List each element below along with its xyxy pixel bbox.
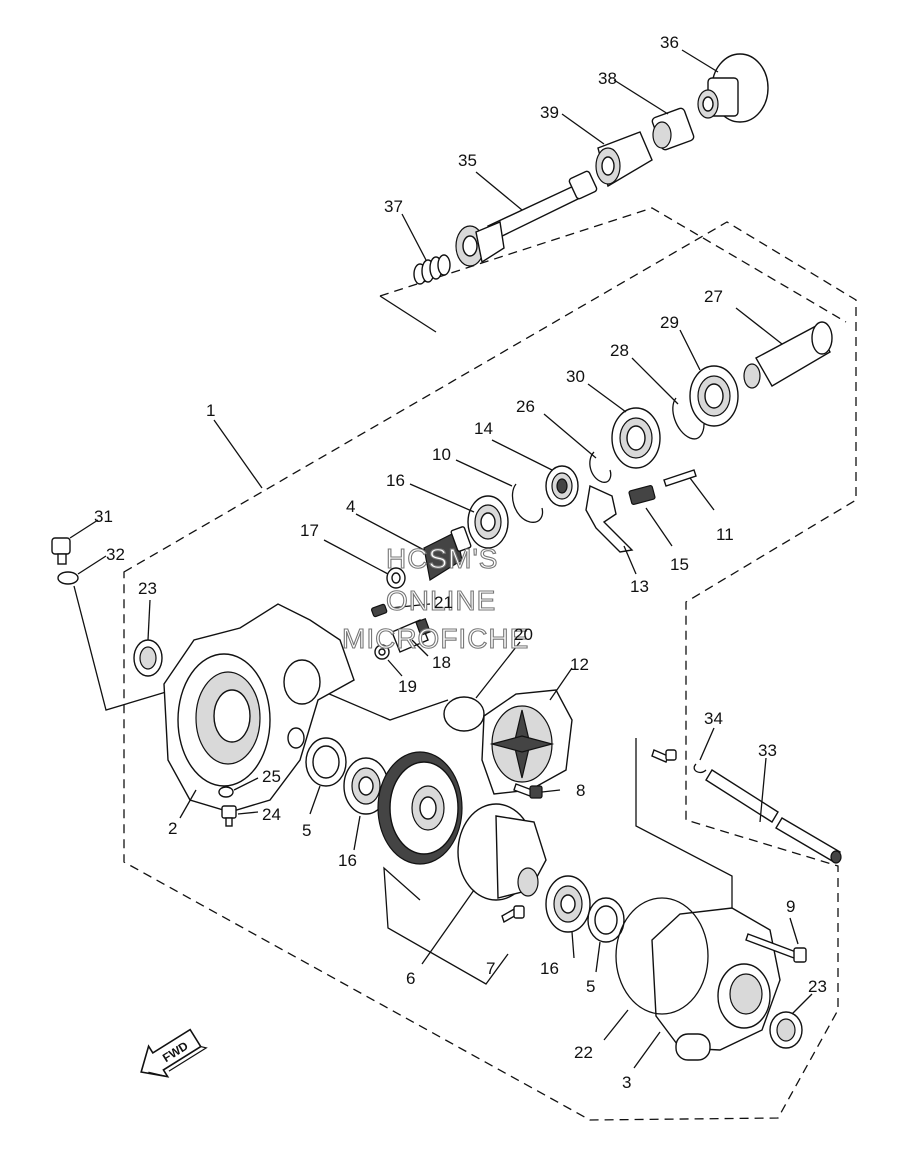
part-label-38: 38 bbox=[598, 69, 617, 88]
part-drawing-38 bbox=[651, 107, 695, 151]
part-drawing-23-right bbox=[769, 1011, 803, 1049]
part-drawing-32 bbox=[57, 571, 79, 585]
part-drawing-bolt-near-34 bbox=[651, 749, 677, 763]
part-label-20: 20 bbox=[514, 625, 533, 644]
part-label-32: 32 bbox=[106, 545, 125, 564]
part-drawing-13 bbox=[585, 484, 634, 553]
part-label-5-right: 5 bbox=[586, 977, 595, 996]
part-label-25: 25 bbox=[262, 767, 281, 786]
part-drawing-10 bbox=[511, 483, 544, 523]
part-label-27: 27 bbox=[704, 287, 723, 306]
part-drawing-21 bbox=[371, 603, 388, 618]
part-drawing-30 bbox=[611, 407, 661, 469]
part-drawing-16-lower-left bbox=[343, 757, 389, 815]
part-drawing-23-left bbox=[133, 639, 163, 677]
part-label-10: 10 bbox=[432, 445, 451, 464]
part-label-19: 19 bbox=[398, 677, 417, 696]
part-drawing-15 bbox=[628, 484, 656, 506]
part-label-11: 11 bbox=[716, 525, 734, 544]
part-label-22: 22 bbox=[574, 1043, 593, 1062]
part-label-8: 8 bbox=[576, 781, 585, 800]
part-drawing-16-upper bbox=[467, 495, 509, 549]
part-label-37: 37 bbox=[384, 197, 403, 216]
part-drawing-27 bbox=[743, 321, 833, 389]
watermark-line-3: MICROFICHE bbox=[342, 623, 529, 654]
part-drawing-12 bbox=[481, 689, 573, 795]
part-drawing-29 bbox=[689, 365, 739, 427]
part-drawing-31 bbox=[51, 537, 71, 565]
part-label-4: 4 bbox=[346, 497, 355, 516]
part-drawing-9 bbox=[745, 933, 807, 963]
part-label-1: 1 bbox=[206, 401, 215, 420]
part-drawing-24 bbox=[221, 805, 237, 827]
part-drawing-39 bbox=[595, 131, 653, 188]
part-drawing-17 bbox=[386, 567, 406, 589]
watermark: HCSM'S ONLINE MICROFICHE bbox=[341, 542, 529, 654]
part-label-24: 24 bbox=[262, 805, 281, 824]
part-drawing-33 bbox=[705, 769, 842, 864]
part-drawing-ring-gear bbox=[377, 751, 463, 865]
part-label-3: 3 bbox=[622, 1073, 631, 1092]
part-drawing-35 bbox=[455, 170, 598, 267]
leader-lines bbox=[69, 49, 813, 1069]
part-drawing-18 bbox=[391, 617, 431, 653]
part-label-6: 6 bbox=[406, 969, 415, 988]
part-labels: 1 2 3 4 5 5 6 7 8 9 10 11 12 13 14 15 16… bbox=[94, 33, 827, 1092]
part-label-15: 15 bbox=[670, 555, 689, 574]
part-drawing-34 bbox=[693, 763, 707, 774]
part-drawing-28 bbox=[672, 397, 705, 440]
part-drawing-7 bbox=[501, 905, 525, 924]
part-label-13: 13 bbox=[630, 577, 649, 596]
part-drawing-37 bbox=[413, 254, 451, 285]
part-label-16-upper: 16 bbox=[386, 471, 405, 490]
part-label-2: 2 bbox=[168, 819, 177, 838]
part-drawing-5-right bbox=[587, 897, 625, 943]
part-label-30: 30 bbox=[566, 367, 585, 386]
part-label-17: 17 bbox=[300, 521, 319, 540]
part-label-36: 36 bbox=[660, 33, 679, 52]
part-drawing-3 bbox=[651, 907, 781, 1061]
part-label-7: 7 bbox=[486, 959, 495, 978]
part-label-29: 29 bbox=[660, 313, 679, 332]
part-label-23-right: 23 bbox=[808, 977, 827, 996]
part-drawing-14 bbox=[545, 465, 579, 507]
part-label-21: 21 bbox=[434, 593, 453, 612]
part-label-18: 18 bbox=[432, 653, 451, 672]
part-drawing-2 bbox=[163, 603, 355, 813]
part-label-12: 12 bbox=[570, 655, 589, 674]
part-label-26: 26 bbox=[516, 397, 535, 416]
part-drawing-19 bbox=[374, 644, 390, 660]
fwd-arrow-icon: FWD bbox=[140, 1028, 208, 1078]
part-drawing-5-left bbox=[305, 737, 347, 787]
part-drawing-20 bbox=[443, 696, 485, 732]
part-drawing-36 bbox=[697, 53, 769, 123]
part-drawing-22 bbox=[615, 897, 709, 1015]
part-drawing-11 bbox=[663, 469, 697, 487]
part-drawing-16-lower-right bbox=[545, 875, 591, 933]
part-label-16-right: 16 bbox=[540, 959, 559, 978]
part-drawing-4 bbox=[423, 526, 472, 581]
part-drawing-6 bbox=[457, 803, 547, 901]
watermark-line-2: ONLINE bbox=[386, 585, 496, 616]
watermark-line-1: HCSM'S bbox=[386, 543, 498, 574]
part-label-28: 28 bbox=[610, 341, 629, 360]
part-label-34: 34 bbox=[704, 709, 723, 728]
part-drawing-26 bbox=[589, 451, 612, 483]
part-label-39: 39 bbox=[540, 103, 559, 122]
part-label-31: 31 bbox=[94, 507, 113, 526]
part-label-5-left: 5 bbox=[302, 821, 311, 840]
part-label-9: 9 bbox=[786, 897, 795, 916]
part-label-14: 14 bbox=[474, 419, 493, 438]
part-label-16-left: 16 bbox=[338, 851, 357, 870]
part-label-33: 33 bbox=[758, 741, 777, 760]
part-label-35: 35 bbox=[458, 151, 477, 170]
part-drawing-25 bbox=[218, 786, 234, 798]
part-label-23-left: 23 bbox=[138, 579, 157, 598]
